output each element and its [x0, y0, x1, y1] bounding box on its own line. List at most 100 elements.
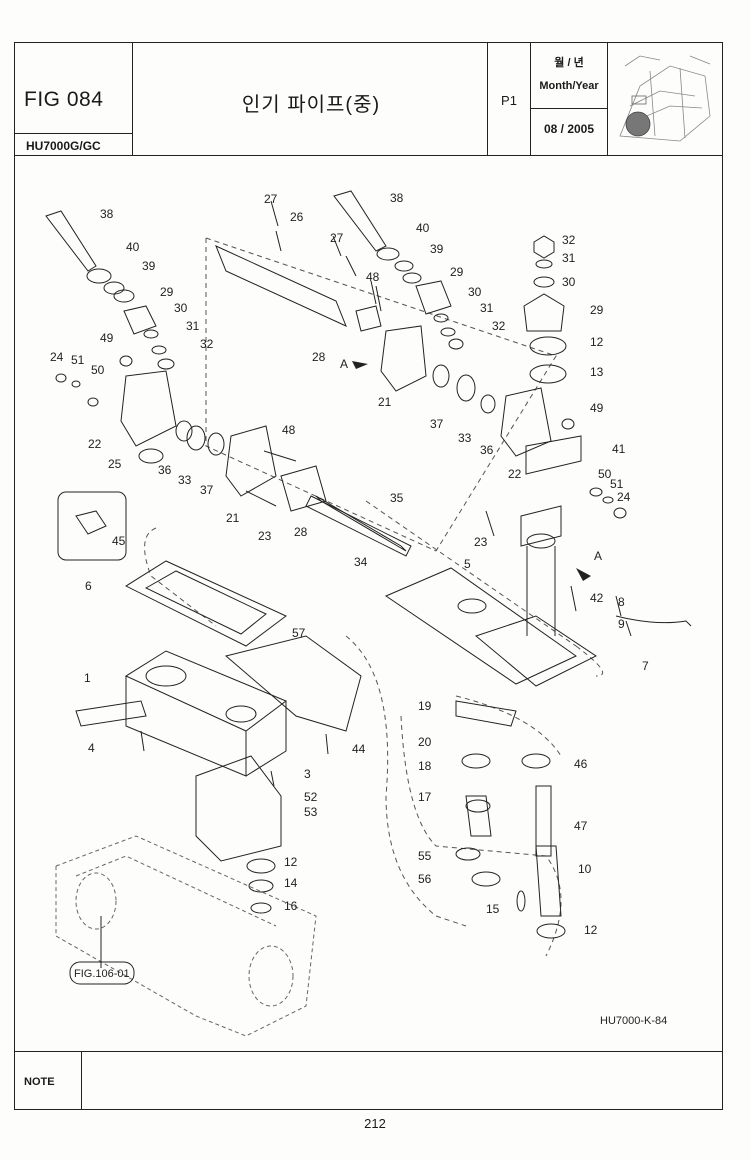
part-callout-33: 33: [178, 473, 192, 487]
part-callout-50: 50: [91, 363, 105, 377]
note-top-rule: [14, 1051, 723, 1052]
part-callout-27: 27: [330, 231, 344, 245]
part-callout-25: 25: [108, 457, 122, 471]
part-callout-48: 48: [366, 270, 380, 284]
part-callout-36: 36: [158, 463, 172, 477]
part-callout-14: 14: [284, 876, 298, 890]
part-callout-16: 16: [284, 899, 298, 913]
part-callout-44: 44: [352, 742, 366, 756]
part-callout-37: 37: [430, 417, 444, 431]
header-divider-4: [531, 42, 608, 155]
header-divider-2: [133, 42, 488, 155]
part-callout-48: 48: [282, 423, 296, 437]
fig-model-rule: [14, 133, 133, 134]
part-callout-32: 32: [492, 319, 506, 333]
part-callout-49: 49: [590, 401, 604, 415]
page-number: 212: [364, 1116, 386, 1131]
part-callout-45: 45: [112, 534, 126, 548]
note-label: NOTE: [24, 1076, 55, 1088]
part-callout-20: 20: [418, 735, 432, 749]
header-divider-3: [488, 42, 531, 155]
part-callout-42: 42: [590, 591, 604, 605]
part-callout-7: 7: [642, 659, 649, 673]
part-callout-55: 55: [418, 849, 432, 863]
part-callout-21: 21: [378, 395, 392, 409]
part-callout-35: 35: [390, 491, 404, 505]
month-year-value: 08 / 2005: [543, 122, 595, 136]
part-title: 인기 파이프(중): [241, 94, 381, 116]
fig-reference: FIG.106-01: [74, 968, 130, 980]
part-callout-29: 29: [450, 265, 464, 279]
part-callout-47: 47: [574, 819, 588, 833]
page-code: P1: [501, 93, 517, 108]
header-bottom-rule: [14, 155, 723, 156]
part-callout-8: 8: [618, 595, 625, 609]
part-callout-27: 27: [264, 192, 278, 206]
part-callout-22: 22: [508, 467, 522, 481]
note-divider: [14, 1051, 82, 1110]
part-callout-9: 9: [618, 617, 625, 631]
part-callout-51: 51: [610, 477, 624, 491]
part-callout-19: 19: [418, 699, 432, 713]
part-callout-29: 29: [160, 285, 174, 299]
part-callout-32: 32: [562, 233, 576, 247]
part-callout-23: 23: [258, 529, 272, 543]
part-callout-32: 32: [200, 337, 214, 351]
part-callout-23: 23: [474, 535, 488, 549]
month-year-rule: [531, 108, 608, 109]
part-callout-50: 50: [598, 467, 612, 481]
part-callout-13: 13: [590, 365, 604, 379]
part-callout-24: 24: [617, 490, 631, 504]
part-callout-36: 36: [480, 443, 494, 457]
machine-thumbnail: [610, 46, 720, 154]
month-year-label-en: Month/Year: [539, 80, 599, 92]
diagram-reference-code: HU7000-K-84: [600, 1015, 667, 1027]
part-callout-51: 51: [71, 353, 85, 367]
part-callout-53: 53: [304, 805, 318, 819]
part-callout-34: 34: [354, 555, 368, 569]
part-callout-31: 31: [186, 319, 200, 333]
part-callout-18: 18: [418, 759, 432, 773]
part-callout-17: 17: [418, 790, 432, 804]
part-callout-30: 30: [562, 275, 576, 289]
part-callout-28: 28: [312, 350, 326, 364]
model-code: HU7000G/GC: [26, 139, 101, 153]
part-callout-46: 46: [574, 757, 588, 771]
part-callout-37: 37: [200, 483, 214, 497]
part-callout-5: 5: [464, 557, 471, 571]
fig-title: FIG 084: [24, 88, 104, 111]
part-callout-1: 1: [84, 671, 91, 685]
part-callout-12: 12: [590, 335, 604, 349]
part-callout-31: 31: [480, 301, 494, 315]
part-callout-39: 39: [430, 242, 444, 256]
part-callout-33: 33: [458, 431, 472, 445]
part-callout-31: 31: [562, 251, 576, 265]
part-callout-28: 28: [294, 525, 308, 539]
part-callout-56: 56: [418, 872, 432, 886]
section-marker-a-2: A: [594, 549, 602, 563]
page-frame: [14, 42, 723, 1110]
part-callout-40: 40: [416, 221, 430, 235]
part-callout-30: 30: [468, 285, 482, 299]
part-callout-30: 30: [174, 301, 188, 315]
part-callout-21: 21: [226, 511, 240, 525]
part-callout-38: 38: [390, 191, 404, 205]
part-callout-38: 38: [100, 207, 114, 221]
part-callout-29: 29: [590, 303, 604, 317]
part-callout-26: 26: [290, 210, 304, 224]
part-callout-22: 22: [88, 437, 102, 451]
part-callout-41: 41: [612, 442, 626, 456]
part-callout-3: 3: [304, 767, 311, 781]
part-callout-6: 6: [85, 579, 92, 593]
part-callout-24: 24: [50, 350, 64, 364]
part-callout-49: 49: [100, 331, 114, 345]
part-callout-10: 10: [578, 862, 592, 876]
part-callout-57: 57: [292, 626, 306, 640]
part-callout-12: 12: [284, 855, 298, 869]
part-callout-39: 39: [142, 259, 156, 273]
header-divider-1: [14, 42, 133, 155]
part-callout-40: 40: [126, 240, 140, 254]
month-year-label-ko: 월 / 년: [554, 57, 584, 69]
part-callout-15: 15: [486, 902, 500, 916]
